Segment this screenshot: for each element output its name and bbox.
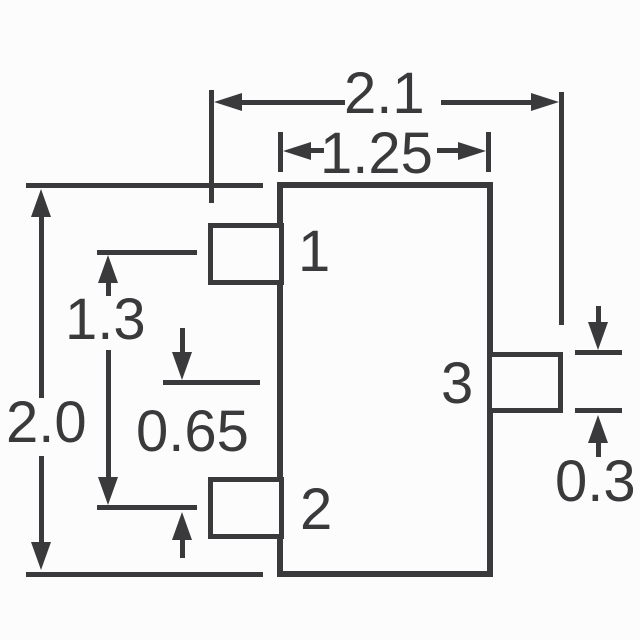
dim-pin1-pin2-pitch-line-upper [106, 281, 111, 296]
dim-pin-thickness-arrowhead-up-icon [588, 415, 608, 443]
dim-pin-thickness-arrowhead-down-icon [588, 322, 608, 350]
dim-overall-height-line-lower [39, 456, 44, 544]
pin3-label: 3 [441, 351, 474, 416]
pin2-pad [208, 477, 284, 539]
dim-body-width-value: 1.25 [320, 121, 433, 186]
dim-pin3-pin2-pitch-stem-top [180, 328, 185, 354]
pin3-bottom-edge-tick [575, 408, 622, 413]
dim-overall-height-line-upper [39, 215, 44, 398]
dim-pin3-pin2-pitch-arrowhead-up-icon [172, 512, 192, 540]
dim-body-width-tick-right [486, 132, 491, 172]
pin1-centerline-tick [97, 250, 197, 255]
dim-overall-width-line-left [241, 100, 345, 105]
pin1-pad [208, 223, 284, 285]
pin2-centerline-tick [97, 505, 197, 510]
dim-body-width-line-right [437, 148, 459, 153]
pin3-pad [487, 352, 563, 413]
dim-pin3-pin2-pitch-value: 0.65 [136, 399, 249, 464]
dim-overall-height-arrowhead-down-icon [31, 542, 51, 570]
dim-pin-thickness-value: 0.3 [555, 449, 636, 514]
dim-overall-height-arrowhead-up-icon [31, 189, 51, 217]
pin3-centerline-tick [163, 380, 260, 385]
dim-overall-width-arrowhead-right-icon [531, 93, 559, 111]
dim-overall-height-ext-line-bottom [26, 572, 263, 577]
dim-pin-thickness-stem-bottom [596, 441, 601, 457]
dim-body-width-tick-left [278, 132, 283, 172]
pin2-label: 2 [300, 477, 333, 542]
pin1-label: 1 [298, 219, 331, 284]
dim-overall-height-value: 2.0 [6, 390, 87, 455]
dim-pin1-pin2-pitch-arrowhead-up-icon [98, 255, 118, 283]
dim-overall-width-ext-line-right [559, 92, 564, 325]
dim-pin3-pin2-pitch-arrowhead-down-icon [172, 352, 192, 380]
dim-body-width-arrowhead-right-icon [458, 142, 486, 160]
dim-overall-width-value: 2.1 [344, 61, 425, 126]
dim-body-width-arrowhead-left-icon [283, 142, 311, 160]
dim-pin1-pin2-pitch-value: 1.3 [65, 287, 146, 352]
dim-overall-height-ext-line-top [26, 183, 263, 188]
dim-overall-width-arrowhead-left-icon [214, 93, 242, 111]
dim-pin1-pin2-pitch-arrowhead-down-icon [98, 477, 118, 505]
pin3-top-edge-tick [575, 350, 622, 355]
dim-pin-thickness-stem-top [596, 306, 601, 324]
dim-pin3-pin2-pitch-stem-bottom [180, 538, 185, 558]
dim-overall-width-ext-line-left [209, 90, 214, 203]
dim-pin1-pin2-pitch-line-lower [106, 350, 111, 478]
dim-body-width-line-left [310, 148, 324, 153]
package-body-outline [277, 182, 493, 577]
dim-overall-width-line-right [441, 100, 533, 105]
